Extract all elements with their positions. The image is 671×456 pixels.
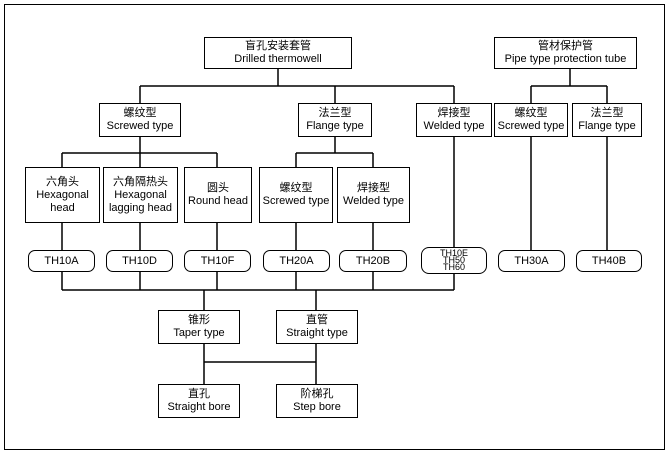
model-th10a: TH10A (28, 250, 95, 272)
drilled-thermowell-zh: 盲孔安装套管 (245, 40, 311, 52)
model-th40b: TH40B (576, 250, 642, 272)
taper-type-box: 锥形 Taper type (158, 310, 240, 344)
pipe-flange-type-box: 法兰型 Flange type (572, 103, 642, 137)
hexagonal-lagging-head-box: 六角隔热头 Hexagonal lagging head (103, 167, 178, 223)
model-th50-label: TH50 (442, 255, 465, 265)
straight-type-zh: 直管 (306, 314, 328, 326)
model-th10e-label: TH10E (439, 248, 468, 258)
model-th10f-label: TH10F (200, 255, 235, 267)
model-th10d: TH10D (106, 250, 173, 272)
flange-welded-type-box: 焊接型 Welded type (337, 167, 410, 223)
model-th20b-label: TH20B (355, 255, 391, 267)
taper-type-en: Taper type (173, 327, 225, 339)
pipe-protection-tube-zh: 管材保护管 (538, 40, 593, 52)
model-th20a-label: TH20A (279, 255, 314, 267)
model-th40b-label: TH40B (591, 255, 627, 267)
flange-welded-type-zh: 焊接型 (357, 182, 390, 194)
flange-screwed-type-box: 螺纹型 Screwed type (259, 167, 333, 223)
pipe-protection-tube-box: 管材保护管 Pipe type protection tube (494, 37, 637, 69)
hexagonal-lagging-head-en-line1: Hexagonal (114, 188, 167, 201)
taper-type-zh: 锥形 (188, 314, 210, 326)
step-bore-en: Step bore (293, 401, 341, 413)
straight-bore-en: Straight bore (167, 401, 231, 413)
flange-type-box: 法兰型 Flange type (298, 103, 372, 137)
outer-frame (4, 4, 665, 450)
model-th10e-th50-th60: TH10E TH50 TH60 (421, 247, 487, 274)
step-bore-box: 阶梯孔 Step bore (276, 384, 358, 418)
pipe-flange-type-en: Flange type (578, 120, 636, 132)
model-th30a-label: TH30A (514, 255, 549, 267)
straight-type-box: 直管 Straight type (276, 310, 358, 344)
straight-type-en: Straight type (286, 327, 348, 339)
straight-bore-box: 直孔 Straight bore (158, 384, 240, 418)
drilled-thermowell-en: Drilled thermowell (234, 53, 322, 65)
flange-welded-type-en: Welded type (343, 195, 404, 207)
pipe-flange-type-zh: 法兰型 (590, 107, 624, 119)
pipe-protection-tube-en: Pipe type protection tube (504, 53, 627, 65)
flange-screwed-type-zh: 螺纹型 (279, 182, 313, 194)
hexagonal-head-box: 六角头 Hexagonal head (25, 167, 100, 223)
model-th60-label: TH60 (442, 262, 465, 272)
drilled-thermowell-box: 盲孔安装套管 Drilled thermowell (204, 37, 352, 69)
welded-type-en: Welded type (423, 120, 485, 132)
model-th30a: TH30A (498, 250, 565, 272)
screwed-type-en: Screwed type (106, 120, 174, 132)
welded-type-box: 焊接型 Welded type (416, 103, 492, 137)
screwed-type-box: 螺纹型 Screwed type (99, 103, 181, 137)
round-head-zh: 圆头 (207, 182, 229, 194)
straight-bore-zh: 直孔 (188, 388, 210, 400)
step-bore-zh: 阶梯孔 (300, 388, 334, 400)
model-th10d-label: TH10D (122, 255, 157, 267)
hexagonal-head-zh: 六角头 (46, 175, 79, 188)
pipe-screwed-type-en: Screwed type (497, 120, 565, 132)
hexagonal-lagging-head-en-line2: lagging head (108, 201, 172, 214)
hexagonal-head-en-line2: head (50, 201, 75, 214)
screwed-type-zh: 螺纹型 (123, 107, 157, 119)
model-th20b: TH20B (339, 250, 407, 272)
flange-screwed-type-en: Screwed type (262, 195, 330, 207)
pipe-screwed-type-zh: 螺纹型 (514, 107, 548, 119)
model-th10f: TH10F (184, 250, 251, 272)
flange-type-zh: 法兰型 (318, 107, 352, 119)
model-th10a-label: TH10A (44, 255, 79, 267)
welded-type-zh: 焊接型 (437, 107, 471, 119)
hexagonal-lagging-head-zh: 六角隔热头 (113, 175, 168, 188)
hexagonal-head-en-line1: Hexagonal (36, 188, 89, 201)
round-head-box: 圆头 Round head (184, 167, 252, 223)
round-head-en: Round head (188, 195, 248, 207)
flange-type-en: Flange type (306, 120, 364, 132)
pipe-screwed-type-box: 螺纹型 Screwed type (494, 103, 568, 137)
model-th20a: TH20A (263, 250, 330, 272)
